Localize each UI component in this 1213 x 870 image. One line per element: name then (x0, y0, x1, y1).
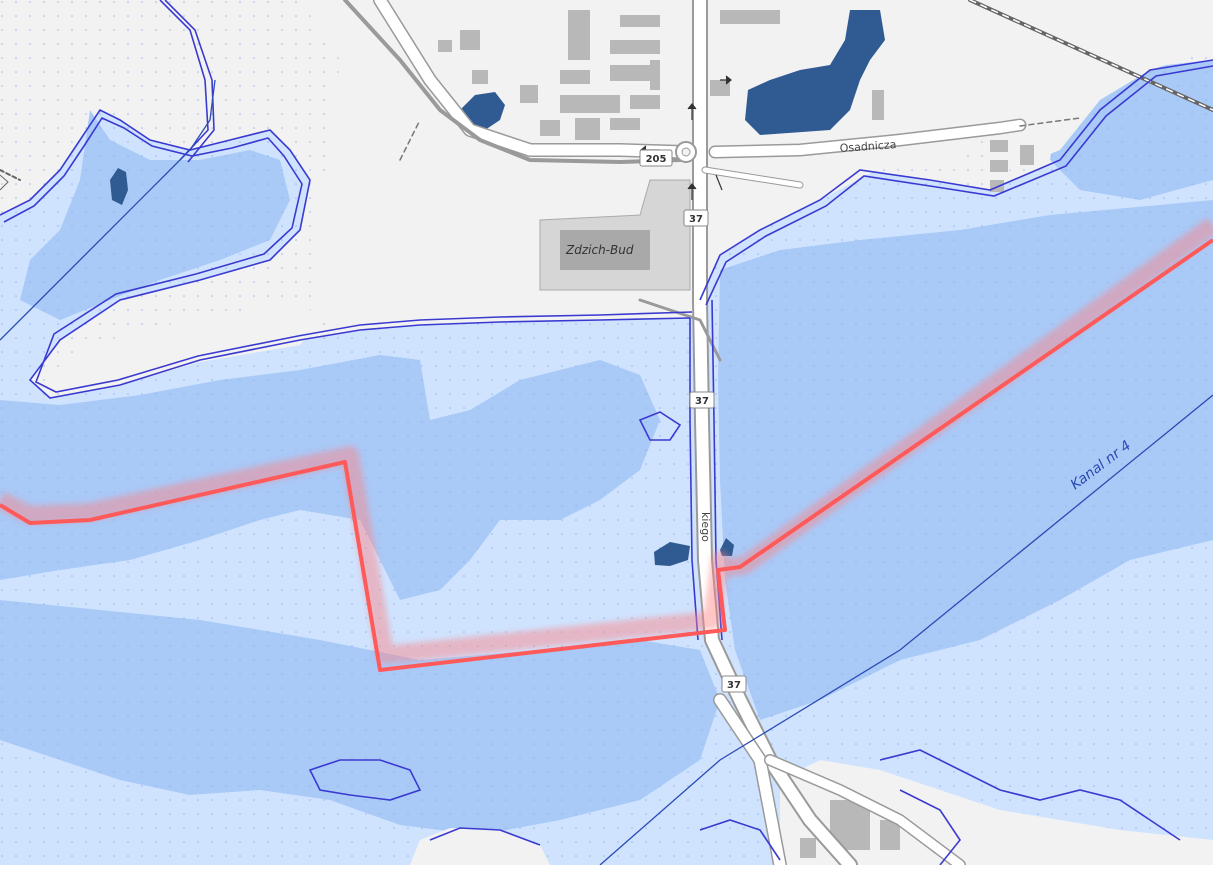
land-area-south-island (410, 828, 550, 865)
street-label-partial: kiego (699, 512, 712, 542)
road-shield-37-b-label: 37 (695, 396, 709, 407)
road-shield-205-label: 205 (646, 154, 667, 165)
waterways (0, 79, 1213, 866)
road-shield-37-c: 37 (721, 675, 747, 693)
pond-northwest (110, 168, 128, 205)
poi-label-zdzich-bud: Zdzich-Bud (565, 243, 634, 257)
highlight-boundary (0, 238, 1213, 672)
land-area-north-mask-3 (980, 0, 1213, 170)
road-shield-37-c-label: 37 (727, 680, 741, 691)
land-area-north-mask-2 (50, 300, 320, 395)
pond-center-east (720, 538, 734, 556)
pond-north-east (745, 10, 885, 135)
roundabout-center (681, 147, 691, 157)
road-shield-37-a: 37 (683, 209, 709, 227)
road-shield-37-a-label: 37 (689, 214, 703, 225)
street-label-osadnicza: Osadnicza (839, 138, 896, 155)
zdzich-bud-building (560, 230, 650, 270)
road-shield-37-b: 37 (689, 391, 715, 409)
pond-center (654, 542, 690, 566)
road-shield-205: 205 (639, 149, 673, 167)
edge-marker (0, 174, 9, 191)
